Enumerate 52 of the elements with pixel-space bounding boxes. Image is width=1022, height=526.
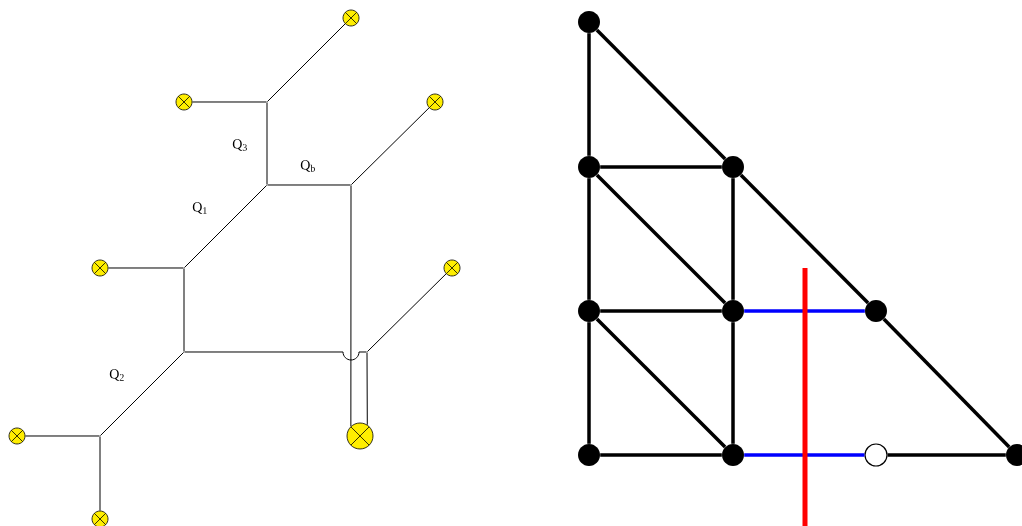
graph-edge — [744, 453, 865, 457]
curve-edge — [366, 352, 368, 426]
graph-edge — [744, 309, 865, 313]
graph-edge — [600, 309, 722, 313]
vertex-dot — [578, 156, 600, 178]
crossed-circle-marker — [443, 259, 461, 277]
curve-edge — [350, 185, 352, 427]
curve-edge — [183, 268, 185, 352]
graph-edge — [595, 28, 727, 161]
curve-edge — [351, 107, 430, 185]
curve-edge — [267, 23, 346, 102]
curve-edge — [99, 436, 101, 512]
curve-edge — [100, 352, 184, 436]
vertex-dot — [578, 444, 600, 466]
vertex-dot — [722, 156, 744, 178]
crossed-circle-marker — [346, 422, 374, 450]
graph-edge — [600, 165, 722, 169]
crossed-circle-marker — [342, 9, 360, 27]
graph-edge — [882, 317, 1011, 449]
crossed-circle-marker — [426, 93, 444, 111]
curve-edge — [267, 184, 351, 186]
graph-edge — [600, 453, 722, 457]
graph-edge — [595, 173, 727, 305]
graph-edge — [731, 178, 735, 300]
curve-edge — [184, 351, 367, 361]
edge-label: Q$_{1}$ — [192, 202, 207, 214]
curve-edge — [191, 101, 267, 103]
graph-edge — [731, 322, 735, 444]
vertex-dot — [865, 300, 887, 322]
curve-edge — [367, 273, 447, 352]
crossed-circle-marker — [175, 93, 193, 111]
graph-edge — [887, 453, 1006, 457]
edge-label: Q$_{b}$ — [300, 160, 315, 172]
curve-edge — [184, 185, 267, 268]
vertex-dot — [722, 444, 744, 466]
open-dot — [864, 443, 888, 467]
edge-label: Q$_{3}$ — [232, 139, 247, 151]
graph-edge — [595, 317, 727, 449]
graph-edge — [739, 173, 870, 305]
graph-edge — [587, 33, 591, 156]
curve-edge — [24, 435, 100, 437]
crossed-circle-marker — [8, 427, 26, 445]
curve-edge — [266, 102, 268, 185]
graph-edge — [587, 322, 591, 444]
edge-label: Q$_{2}$ — [109, 369, 124, 381]
crossed-circle-marker — [91, 259, 109, 277]
vertex-dot — [722, 300, 744, 322]
vertex-dot — [578, 11, 600, 33]
graph-edge — [587, 178, 591, 300]
curve-edge — [107, 267, 184, 269]
crossed-circle-marker — [91, 510, 109, 526]
vertex-dot — [578, 300, 600, 322]
